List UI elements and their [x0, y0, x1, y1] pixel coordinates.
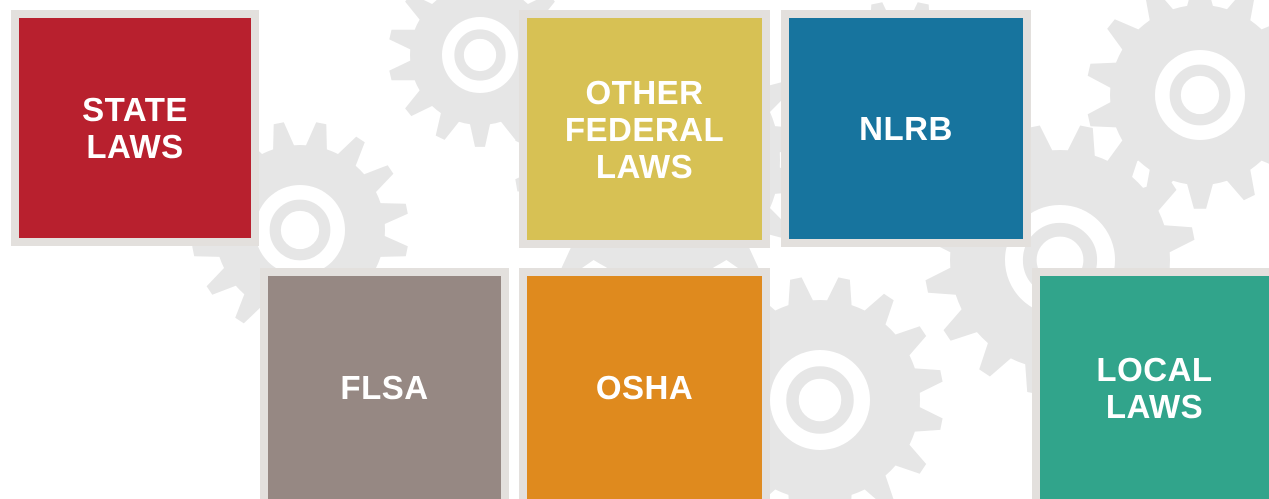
- local-laws-label: LOCAL LAWS: [1096, 350, 1213, 425]
- osha-tile: OSHA: [519, 268, 770, 499]
- nlrb-label: NLRB: [859, 110, 953, 147]
- state-laws-label: STATE LAWS: [82, 91, 188, 165]
- flsa-label: FLSA: [340, 369, 429, 406]
- local-laws-tile: LOCAL LAWS: [1032, 268, 1269, 499]
- state-laws-tile: STATE LAWS: [11, 10, 259, 246]
- osha-label: OSHA: [595, 369, 694, 406]
- nlrb-tile: NLRB: [781, 10, 1031, 247]
- other-federal-laws-label: OTHER FEDERAL LAWS: [564, 73, 725, 185]
- other-federal-laws-tile: OTHER FEDERAL LAWS: [519, 10, 770, 248]
- flsa-tile: FLSA: [260, 268, 509, 499]
